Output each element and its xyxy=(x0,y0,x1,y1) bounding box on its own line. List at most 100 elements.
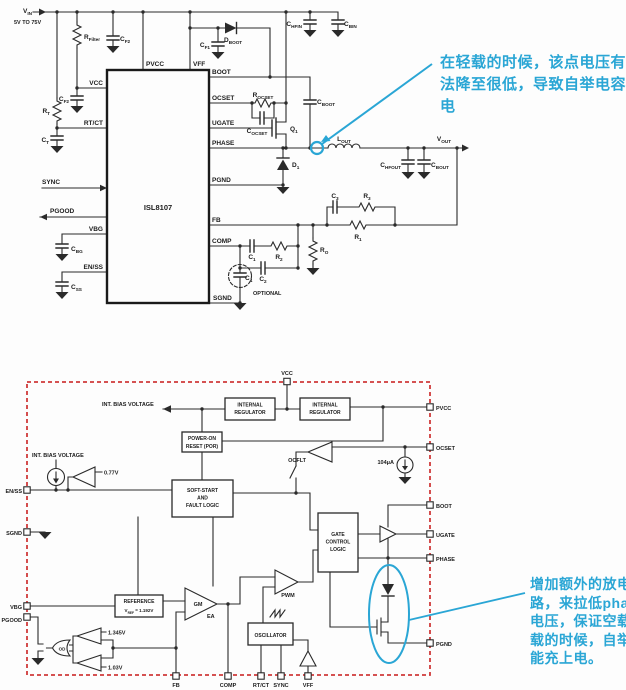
resistor-r1 xyxy=(346,219,370,231)
svg-text:在轻载的时候，该点电压有可能无: 在轻载的时候，该点电压有可能无 xyxy=(440,53,626,71)
chfin-label: CHFIN xyxy=(286,21,302,29)
pin-phase-label: PHASE xyxy=(212,140,235,147)
optional-label: OPTIONAL xyxy=(253,291,282,297)
ir2-line1: INTERNAL xyxy=(312,403,337,409)
por-line1: POWER-ON xyxy=(188,436,216,442)
svg-text:法降至很低，导致自举电容无法充: 法降至很低，导致自举电容无法充 xyxy=(440,75,626,93)
internal-regulator-2-box xyxy=(299,397,351,421)
diode-dboot xyxy=(225,21,238,35)
pin-comp-label: COMP xyxy=(212,238,232,245)
cf2-vcc-label: CF2 xyxy=(59,96,70,104)
bpin-sync: SYNC xyxy=(273,683,288,689)
ocflt-comparator xyxy=(306,441,333,463)
cf2-top-label: CF2 xyxy=(120,36,131,44)
gm-label: GM xyxy=(194,602,203,608)
pin-ugate-label: UGATE xyxy=(212,120,235,127)
cbg-label: CBG xyxy=(71,246,83,254)
d1-label: D1 xyxy=(292,162,300,170)
vout-label: VOUT xyxy=(437,136,451,144)
oscillator-box xyxy=(247,622,294,646)
bpin-pgood: PGOOD xyxy=(2,618,23,624)
resistor-r2 xyxy=(267,240,291,252)
ic-body xyxy=(105,68,211,305)
c2-label: C2 xyxy=(259,276,267,284)
vin-arrow xyxy=(39,8,46,16)
rfilter-label: RFilter xyxy=(84,34,100,42)
pin-vbg-label: VBG xyxy=(89,226,103,233)
vin-label: VIN xyxy=(23,8,33,16)
pwm-comparator xyxy=(274,569,300,595)
discharge-diode xyxy=(381,584,395,597)
discharge-note: 增加额外的放电电 路，来拉低phase点 电压，保证空载和轻 载的时候，自举电容… xyxy=(530,576,626,666)
bpin-vff: VFF xyxy=(303,683,314,689)
c4-label: C4 xyxy=(245,275,253,283)
por-line2: RESET (POR) xyxy=(186,444,219,450)
chfout-label: CHFOUT xyxy=(380,162,401,170)
r1-label: R1 xyxy=(354,234,362,242)
svg-text:电压，保证空载和轻: 电压，保证空载和轻 xyxy=(530,613,626,629)
application-schematic: VIN 5V TO 75V RFilter CF2 CF2 RT CT CF1 … xyxy=(14,8,469,310)
ref-line1: REFERENCE xyxy=(124,599,156,605)
junction-dots xyxy=(55,10,459,305)
resistor-rt xyxy=(51,97,63,125)
cocset-label: COCSET xyxy=(247,128,268,136)
light-load-note: 在轻载的时候，该点电压有可能无 法降至很低，导致自举电容无法充 电 xyxy=(440,53,626,115)
vout-arrow xyxy=(462,144,469,152)
cf1-label: CF1 xyxy=(200,42,211,50)
bpin-comp: COMP xyxy=(220,683,237,689)
mosfet-q1 xyxy=(271,117,277,139)
bpin-sgnd: SGND xyxy=(6,531,22,537)
cboot-label: CBOOT xyxy=(317,99,335,107)
bpin-boot: BOOT xyxy=(436,504,453,510)
gate-control-box xyxy=(317,512,359,573)
int-bias-top-label: INT. BIAS VOLTAGE xyxy=(102,402,154,408)
enable-comparator xyxy=(71,466,96,488)
ss-line1: SOFT-START xyxy=(187,488,218,494)
bias-out-arrow xyxy=(163,405,171,413)
pin-vff-label: VFF xyxy=(193,61,205,68)
phase-node-callout xyxy=(309,63,433,156)
bpin-phase: PHASE xyxy=(436,557,455,563)
block-diagram: INTERNAL REGULATOR INTERNAL REGULATOR PO… xyxy=(2,371,456,689)
ro-label: RO xyxy=(320,247,329,255)
pin-boot-label: BOOT xyxy=(212,69,231,76)
internal-regulator-1-box xyxy=(224,397,276,421)
css-label: CSS xyxy=(71,284,82,292)
dboot-label: DBOOT xyxy=(224,37,242,45)
ov-comparator xyxy=(75,627,102,645)
c1-label: C1 xyxy=(248,254,256,262)
pin-pgood-label: PGOOD xyxy=(50,208,75,215)
gcl-line1: GATE xyxy=(331,532,345,538)
pin-enss-label: EN/SS xyxy=(83,264,103,271)
pgood-arrow xyxy=(40,213,47,221)
ea-label: EA xyxy=(207,614,215,620)
bpin-pvcc: PVCC xyxy=(436,406,451,412)
por-box xyxy=(181,431,223,453)
v077-label: 0.77V xyxy=(104,471,119,477)
ss-line3: FAULT LOGIC xyxy=(186,503,219,509)
ref-line2: VREF = 1.192V xyxy=(125,608,154,615)
discharge-circuit-callout xyxy=(368,564,526,664)
pin-rtct-label: RT/CT xyxy=(84,120,103,127)
bpin-pgnd: PGND xyxy=(436,642,452,648)
ugate-driver xyxy=(379,525,398,543)
resistor-r3 xyxy=(355,201,379,213)
pin-ocset-label: OCSET xyxy=(212,95,234,102)
v103-label: 1.03V xyxy=(108,666,123,672)
resistor-ro xyxy=(307,237,319,265)
bpin-vcc: VCC xyxy=(281,371,293,377)
svg-text:载的时候，自举电容: 载的时候，自举电容 xyxy=(530,632,626,648)
pin-vcc-label: VCC xyxy=(89,80,103,87)
bpin-ugate: UGATE xyxy=(436,533,455,539)
bpin-enss: EN/SS xyxy=(5,489,22,495)
ct-label: CT xyxy=(41,137,49,145)
q1-label: Q1 xyxy=(290,126,298,134)
gcl-line3: LOGIC xyxy=(330,547,346,553)
ir1-line1: INTERNAL xyxy=(237,403,262,409)
svg-text:增加额外的放电电: 增加额外的放电电 xyxy=(530,576,626,592)
bpin-vbg: VBG xyxy=(10,605,22,611)
inductor-lout xyxy=(327,143,361,149)
rocset-label: ROCSET xyxy=(253,92,274,100)
